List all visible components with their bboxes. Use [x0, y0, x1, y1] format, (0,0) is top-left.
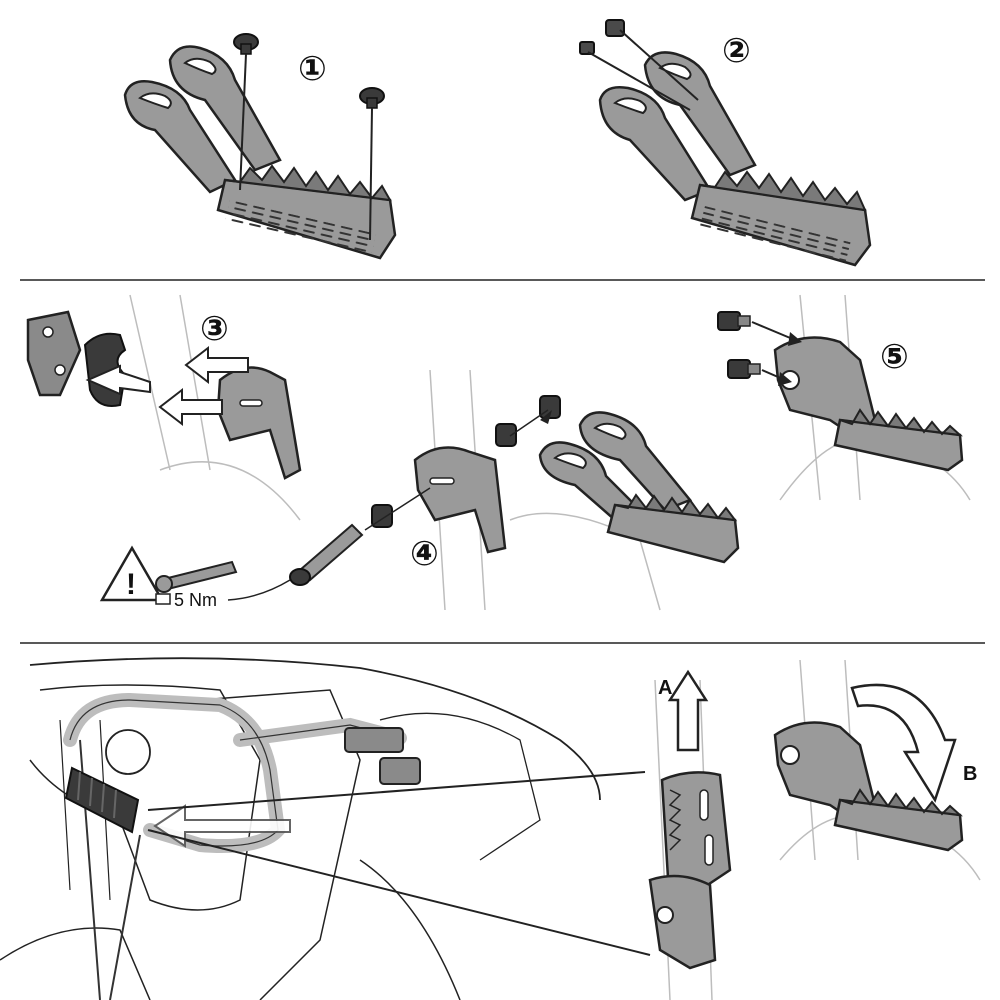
panel-step-1: ① — [123, 33, 397, 260]
arrow-icon — [85, 364, 151, 396]
torque-wrench-icon — [155, 560, 238, 605]
torque-value: 5 Nm — [174, 590, 217, 610]
rubber-plug-icon — [359, 87, 385, 241]
panel-step-5: ⑤ — [717, 294, 971, 501]
step-1-label: ① — [298, 50, 327, 88]
nut-icon — [579, 19, 625, 55]
footpeg-body — [606, 503, 740, 564]
torque-spec: ! 5 Nm — [99, 545, 291, 610]
direction-label-b: B — [963, 763, 977, 785]
arrow-icon — [158, 387, 223, 427]
panel-step-2: ② — [579, 19, 872, 267]
bolt-icon — [289, 523, 364, 586]
bolt-icon — [717, 311, 761, 379]
panel-step-3: ③ — [26, 294, 302, 521]
arrow-icon — [184, 345, 249, 385]
direction-label-a: A — [658, 677, 672, 699]
panel-step-4: ④ — [289, 369, 740, 611]
installed-view: A B — [0, 657, 981, 1000]
step-2-label: ② — [722, 32, 751, 70]
rubber-plug-icon — [233, 33, 259, 191]
step-5-label: ⑤ — [880, 338, 909, 376]
step-4-label: ④ — [410, 535, 439, 573]
direction-arrow-a — [667, 669, 709, 752]
step-3-label: ③ — [200, 310, 229, 348]
warning-mark: ! — [126, 568, 136, 601]
direction-arrow-b — [850, 683, 957, 803]
warning-triangle-icon — [99, 545, 165, 602]
